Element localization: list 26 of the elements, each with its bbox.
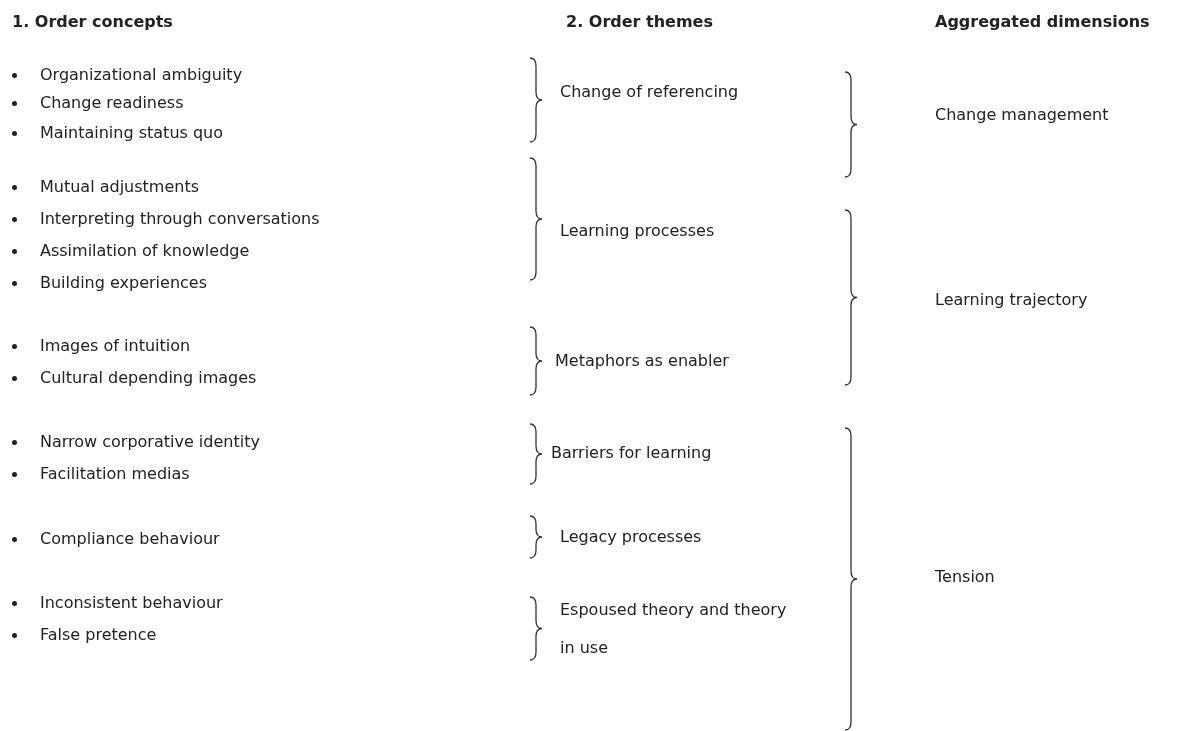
concept-item: Assimilation of knowledge (40, 241, 250, 261)
theme-label: Legacy processes (560, 527, 702, 547)
concept-item: Cultural depending images (40, 368, 257, 388)
theme-label: Learning processes (560, 221, 715, 241)
concept-item: Building experiences (40, 273, 207, 293)
concept-item: Mutual adjustments (40, 177, 200, 197)
theme-label: Espoused theory and theory in use (560, 599, 788, 659)
concept-item: Maintaining status quo (40, 123, 224, 143)
dimension-label: Tension (935, 567, 995, 587)
dimension-label: Learning trajectory (935, 290, 1088, 310)
theme-label: Change of referencing (560, 82, 739, 102)
concept-item: Images of intuition (40, 336, 191, 356)
column-heading: 2. Order themes (566, 12, 713, 32)
concept-item: Interpreting through conversations (40, 209, 320, 229)
theme-label: Metaphors as enabler (555, 351, 729, 371)
column-heading: 1. Order concepts (12, 12, 173, 32)
concept-item: Change readiness (40, 93, 184, 113)
column-heading: Aggregated dimensions (935, 12, 1150, 32)
concept-item: Organizational ambiguity (40, 65, 243, 85)
concept-item: Narrow corporative identity (40, 432, 260, 452)
concept-item: Facilitation medias (40, 464, 190, 484)
theme-label: Barriers for learning (551, 443, 712, 463)
concept-item: False pretence (40, 625, 157, 645)
concept-item: Inconsistent behaviour (40, 593, 223, 613)
dimension-label: Change management (935, 105, 1109, 125)
concept-item: Compliance behaviour (40, 529, 220, 549)
